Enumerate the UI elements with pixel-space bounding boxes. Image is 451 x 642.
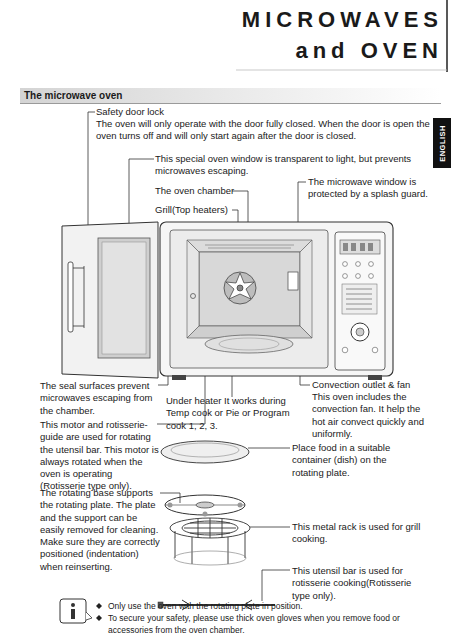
callout-text: The oven chamber <box>155 185 245 197</box>
callout-text: This utensil bar is used for rotisserie … <box>292 565 420 602</box>
language-tab: ENGLISH <box>433 118 451 168</box>
bullet-symbols <box>96 603 102 621</box>
callout-text: This special oven window is transparent … <box>155 153 427 178</box>
header-rule <box>236 70 447 71</box>
note-icon <box>60 599 92 623</box>
callout-text: The seal surfaces prevent microwaves esc… <box>40 380 162 417</box>
callout-text: The rotating base supports the rotating … <box>40 487 160 573</box>
callout-text: Convection outlet & fan <box>312 379 442 391</box>
node-text: The microwave oven <box>20 88 441 103</box>
section-heading-band: The microwave oven <box>20 88 441 104</box>
safety-note: Only use the oven with the rotating plat… <box>108 600 438 612</box>
callout-text: Grill(Top heaters) <box>155 204 245 216</box>
rotating-plate <box>161 441 249 463</box>
callout-text: The microwave window is protected by a s… <box>308 176 430 201</box>
callout-text: This motor and rotisserie-guide are used… <box>40 419 160 493</box>
oven-door <box>62 222 158 378</box>
node-text: ENGLISH <box>438 125 447 162</box>
callout-text: Place food in a suitable container (dish… <box>292 442 417 479</box>
rotating-base <box>165 495 245 517</box>
callout-text: Under heater It works during Temp cook o… <box>166 395 290 432</box>
metal-rack <box>170 518 250 565</box>
callout-text: The oven will only operate with the door… <box>96 118 430 143</box>
page-title: MICROWAVES and OVEN <box>226 4 443 66</box>
header-rule <box>446 0 448 72</box>
safety-note: To secure your safety, please use thick … <box>108 612 438 637</box>
callout-text: Safety door lock <box>96 106 436 118</box>
callout-text: This oven includes the convection fan. I… <box>312 391 434 440</box>
callout-text: This metal rack is used for grill cookin… <box>292 521 424 546</box>
oven-body <box>160 222 393 380</box>
